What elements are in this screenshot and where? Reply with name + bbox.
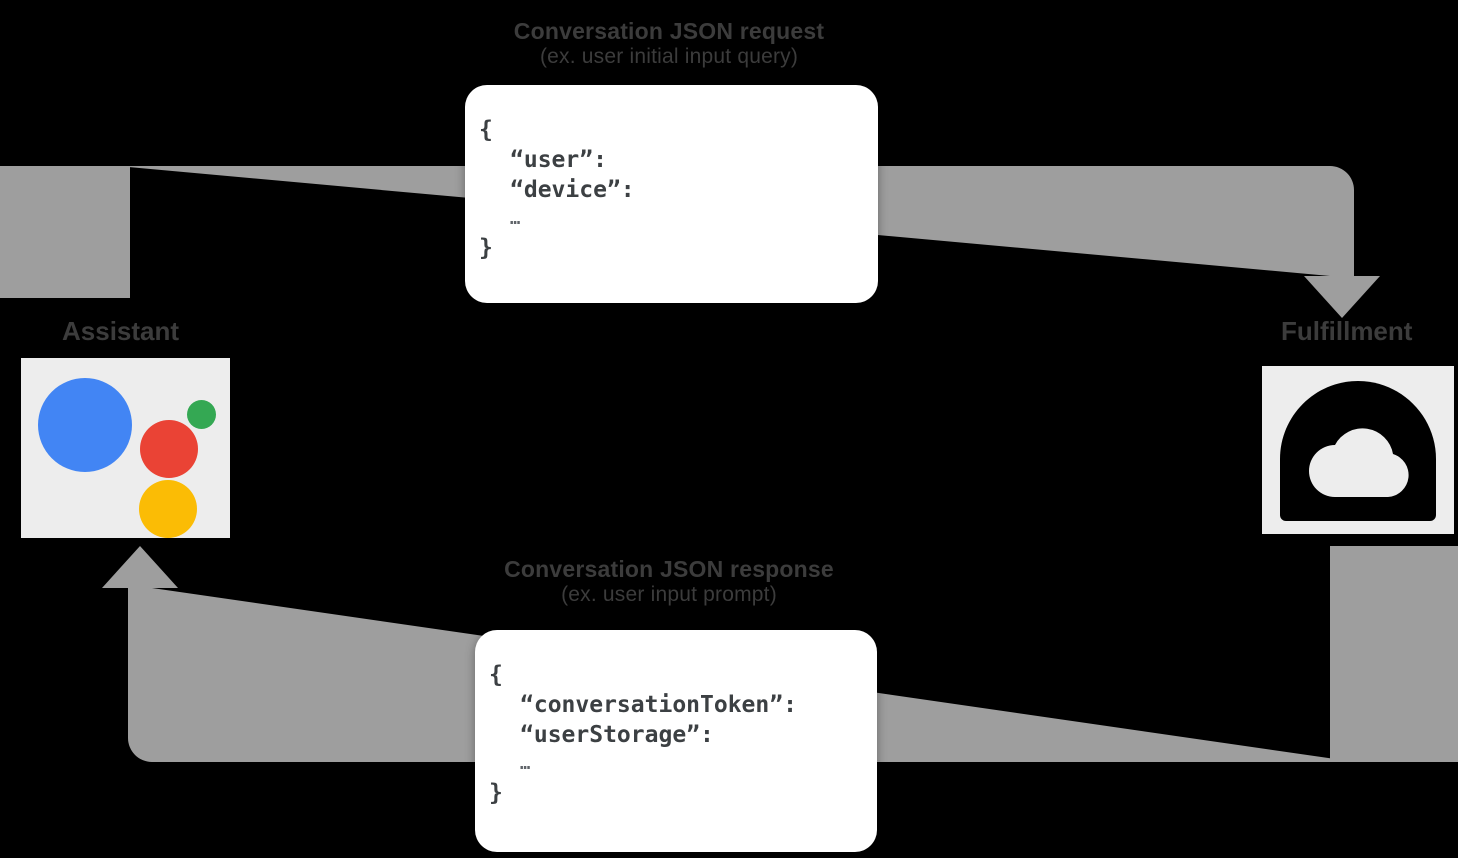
json-line: “userStorage”: <box>520 722 714 748</box>
fulfillment-label: Fulfillment <box>1281 316 1413 346</box>
cloud-functions-icon <box>1280 381 1436 521</box>
json-line: … <box>510 209 521 229</box>
request-flow-title: Conversation JSON request <box>513 18 825 44</box>
assistant-label: Assistant <box>62 316 180 346</box>
assistant-icon-tile <box>21 358 230 538</box>
assistant-blue-dot-icon <box>38 378 132 472</box>
fulfillment-icon-tile <box>1262 366 1454 534</box>
request-flow-subtitle: (ex. user initial input query) <box>539 45 799 69</box>
json-line: “user”: <box>510 147 607 173</box>
json-line: } <box>489 780 503 806</box>
request-json-card: { “user”: “device”: … } <box>465 85 878 303</box>
response-flow-title: Conversation JSON response <box>504 556 834 582</box>
assistant-yellow-dot-icon <box>139 480 197 538</box>
assistant-red-dot-icon <box>140 420 198 478</box>
json-line: “conversationToken”: <box>520 692 797 718</box>
json-line: { <box>479 117 493 143</box>
request-flow-label: Conversation JSON request (ex. user init… <box>379 18 959 70</box>
json-line: … <box>520 754 531 774</box>
json-line: } <box>479 235 493 261</box>
response-json-card: { “conversationToken”: “userStorage”: … … <box>475 630 877 852</box>
json-line: “device”: <box>510 177 635 203</box>
json-line: { <box>489 662 503 688</box>
assistant-green-dot-icon <box>187 400 216 429</box>
response-flow-subtitle: (ex. user input prompt) <box>561 583 777 607</box>
response-flow-label: Conversation JSON response (ex. user inp… <box>379 556 959 608</box>
